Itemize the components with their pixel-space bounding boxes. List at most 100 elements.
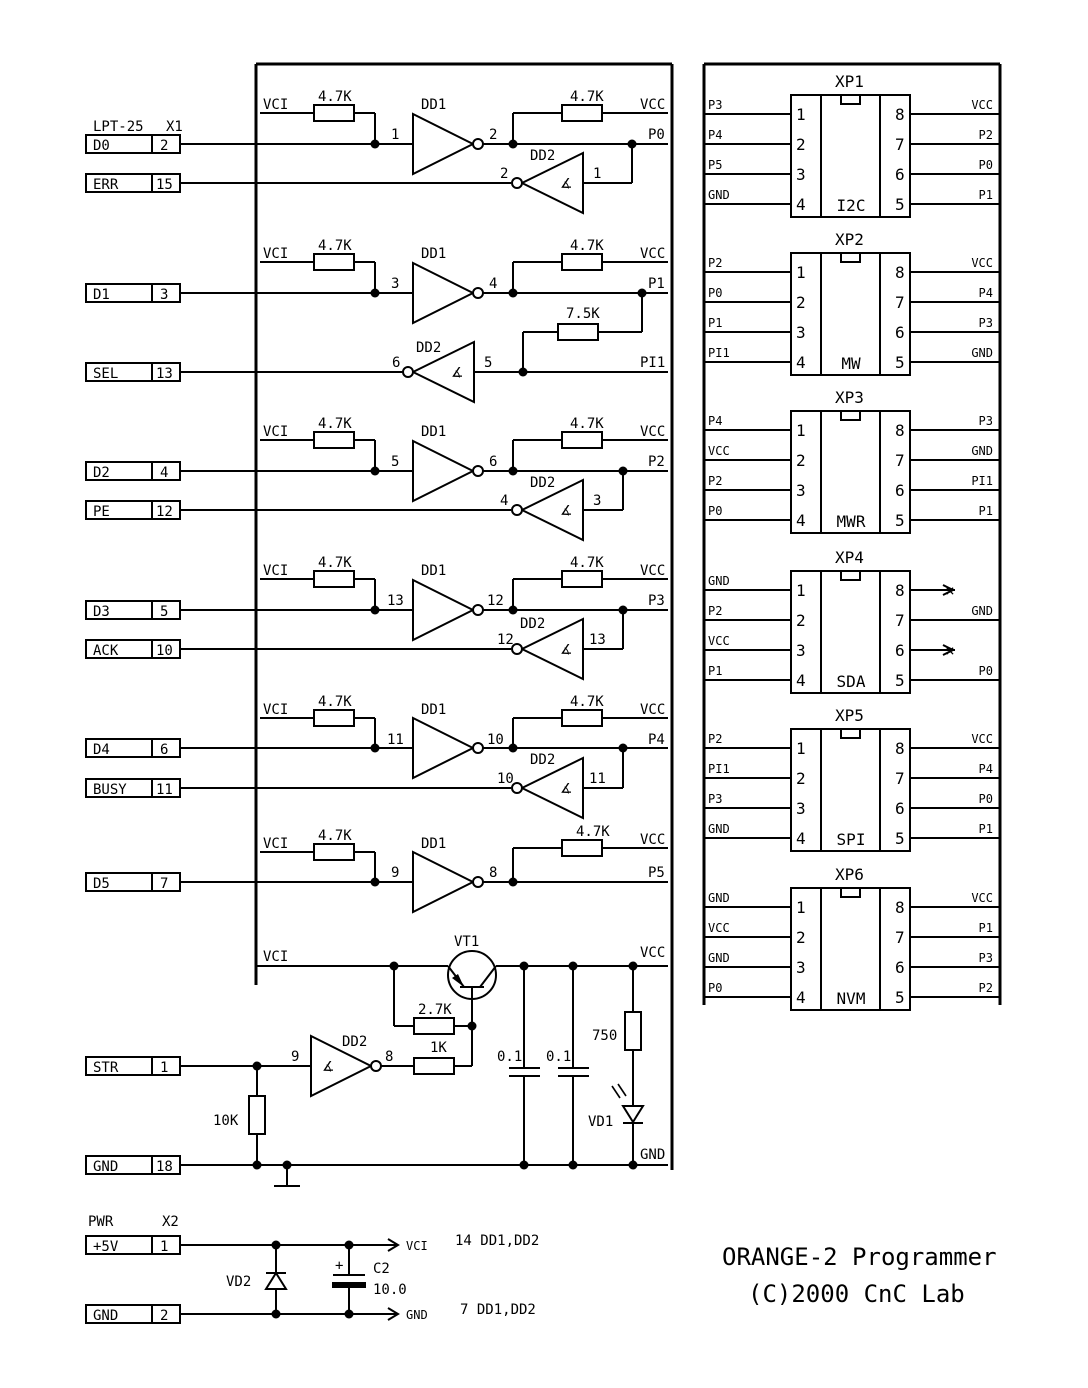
socket-title: XP6 (835, 865, 864, 884)
pin-num-gnd: 18 (156, 1159, 173, 1175)
socket-net-label: GND (971, 444, 993, 458)
socket-pin-number: 6 (895, 165, 905, 184)
vcc-label: VCC (640, 563, 665, 579)
socket-net-label: GND (971, 604, 993, 618)
inverter-dd1-0 (412, 112, 476, 176)
socket-pin-number: 6 (895, 958, 905, 977)
net-p2-label: P2 (648, 454, 665, 470)
r47k-label: 4.7K (318, 89, 352, 105)
gnd-note: 7 DD1,DD2 (460, 1302, 536, 1318)
bus-lines (254, 62, 1002, 1170)
socket-title: XP3 (835, 388, 864, 407)
gate-pin: 1 (391, 127, 399, 143)
socket-pin-number: 7 (895, 928, 905, 947)
socket-pin-number: 1 (796, 898, 806, 917)
socket-xp5 (790, 728, 911, 852)
r750-label: 750 (592, 1028, 617, 1044)
vcc-label: VCC (640, 424, 665, 440)
pin-name-ack: ACK (93, 643, 119, 659)
pin-name-gnd-pwr: GND (93, 1308, 118, 1324)
pin-num-d2: 4 (160, 465, 168, 481)
channel-d3: D3 5 ACK 10 VCI 4.7K DD1 13 12 4.7K VCC … (85, 555, 668, 681)
schmitt-symbol: ∡ (560, 781, 573, 797)
dd2-label: DD2 (530, 752, 555, 768)
socket-pin-number: 8 (895, 898, 905, 917)
gate-pin: 1 (593, 166, 601, 182)
vd2-label: VD2 (226, 1274, 251, 1290)
gate-pin: 10 (487, 732, 504, 748)
socket-type-label: SPI (837, 830, 866, 849)
net-pi1-label: PI1 (640, 355, 665, 371)
socket-pin-number: 8 (895, 105, 905, 124)
pin-name-d4: D4 (93, 742, 110, 758)
pin-num-sel: 13 (156, 366, 173, 382)
gate-pin: 12 (487, 593, 504, 609)
socket-pin-number: 1 (796, 421, 806, 440)
gate-pin: 9 (291, 1049, 299, 1065)
diode-vd2 (264, 1271, 288, 1290)
resistor-pullup-out-5 (561, 839, 603, 857)
schmitt-dd2-2 (519, 478, 584, 542)
resistor-7-5k (557, 323, 599, 341)
pin-num-d3: 5 (160, 604, 168, 620)
channel-d5: D5 7 VCI 4.7K DD1 9 8 4.7K VCC P5 (85, 824, 668, 914)
gnd-label: GND (640, 1147, 665, 1163)
lpt-header-label: LPT-25 (93, 119, 144, 135)
gate-pin: 8 (489, 865, 497, 881)
socket-net-label: VCC (708, 634, 730, 648)
socket-pin-number: 7 (895, 769, 905, 788)
dd1-label: DD1 (421, 563, 446, 579)
socket-pin-number: 3 (796, 323, 806, 342)
socket-net-label: GND (708, 951, 730, 965)
gate-pin: 8 (385, 1049, 393, 1065)
socket-net-label: P0 (979, 158, 993, 172)
socket-pin-number: 5 (895, 353, 905, 372)
socket-net-label: VCC (971, 732, 993, 746)
r47k-label: 4.7K (570, 89, 604, 105)
inverter-dd1-2 (412, 439, 476, 503)
r47k-label: 4.7K (570, 238, 604, 254)
resistor-pullup-out-2 (561, 431, 603, 449)
pin-name-d0: D0 (93, 138, 110, 154)
socket-net-label: P4 (979, 286, 993, 300)
socket-net-label: GND (708, 891, 730, 905)
socket-net-label: GND (971, 346, 993, 360)
led-vd1 (621, 1105, 645, 1124)
socket-pin-number: 1 (796, 105, 806, 124)
r47k-label: 4.7K (318, 555, 352, 571)
pin-name-sel: SEL (93, 366, 118, 382)
vcc-label: VCC (640, 945, 665, 961)
x2-designator: X2 (162, 1214, 179, 1230)
vd1-label: VD1 (588, 1114, 613, 1130)
socket-net-label: VCC (971, 256, 993, 270)
dd2-label: DD2 (416, 340, 441, 356)
resistor-750 (624, 1011, 642, 1051)
pin-name-d2: D2 (93, 465, 110, 481)
dd2-label: DD2 (342, 1034, 367, 1050)
socket-net-label: VCC (971, 891, 993, 905)
socket-pin-number: 5 (895, 829, 905, 848)
socket-pin-number: 5 (895, 195, 905, 214)
socket-title: XP1 (835, 72, 864, 91)
pin-name-gnd: GND (93, 1159, 118, 1175)
vci-label: VCI (263, 424, 288, 440)
schmitt-dd2-0 (519, 151, 584, 215)
socket-pin-number: 3 (796, 641, 806, 660)
socket-title: XP5 (835, 706, 864, 725)
socket-net-label: P3 (979, 414, 993, 428)
socket-net-label: P2 (708, 604, 722, 618)
dd2-label: DD2 (520, 616, 545, 632)
resistor-pullup-out-4 (561, 709, 603, 727)
socket-pin-number: 1 (796, 739, 806, 758)
socket-xp3 (790, 410, 911, 534)
inverter-dd1-5 (412, 850, 476, 914)
socket-net-label: P0 (979, 792, 993, 806)
socket-pin-number: 6 (895, 641, 905, 660)
socket-net-label: P1 (979, 504, 993, 518)
socket-net-label: P1 (979, 822, 993, 836)
socket-net-label: P4 (708, 128, 722, 142)
title-line2: (C)2000 CnC Lab (748, 1280, 965, 1308)
gate-pin: 11 (589, 771, 606, 787)
pin-name-d1: D1 (93, 287, 110, 303)
socket-pin-number: 7 (895, 451, 905, 470)
